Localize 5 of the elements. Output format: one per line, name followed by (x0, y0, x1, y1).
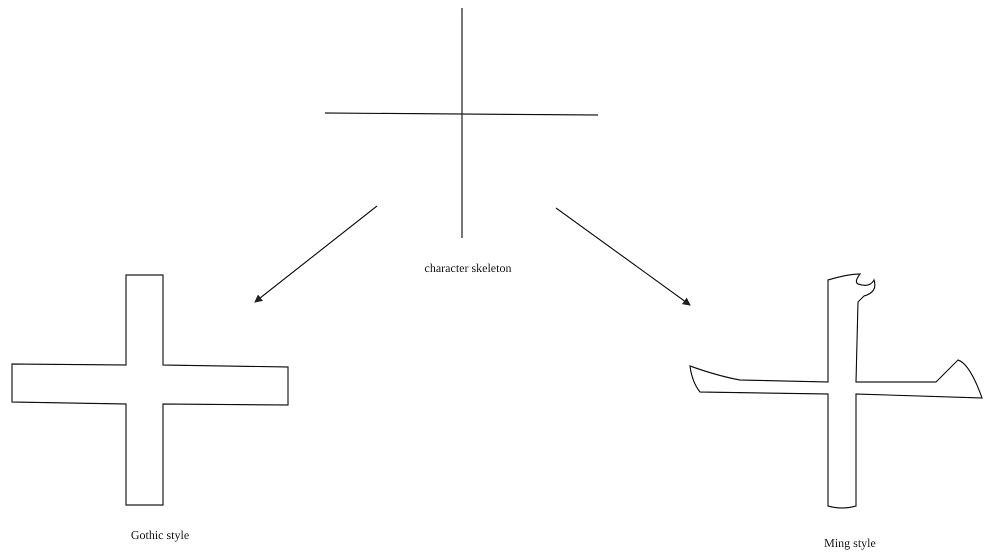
arrow (556, 208, 691, 306)
node-label: Ming style (824, 536, 876, 551)
node-label: character skeleton (424, 261, 512, 276)
arrow (254, 206, 378, 303)
node-label: Gothic style (130, 528, 190, 543)
